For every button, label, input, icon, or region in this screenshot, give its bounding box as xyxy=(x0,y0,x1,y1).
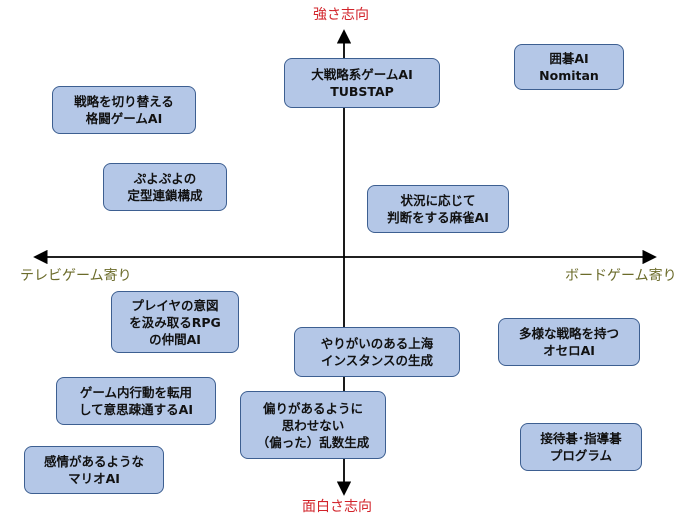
item-line: ぷよぷよの xyxy=(133,171,197,186)
item-box-mario-ai: 感情があるような マリオAI xyxy=(24,446,164,494)
item-line: 定型連鎖構成 xyxy=(127,188,203,203)
item-line: やりがいのある上海 xyxy=(320,336,434,351)
item-line: 格闘ゲームAI xyxy=(85,111,163,126)
item-line: 判断をする麻雀AI xyxy=(387,210,489,225)
item-box-rpg-companion: プレイヤの意図 を汲み取るRPG の仲間AI xyxy=(111,291,239,353)
item-line: プログラム xyxy=(549,448,613,463)
item-box-shanghai: やりがいのある上海 インスタンスの生成 xyxy=(294,327,460,377)
item-box-teaching-go: 接待碁･指導碁 プログラム xyxy=(520,423,642,471)
item-line: （偏った）乱数生成 xyxy=(256,434,370,450)
item-line: オセロAI xyxy=(543,343,595,358)
axis-label-left: テレビゲーム寄り xyxy=(20,268,132,284)
item-line: を汲み取るRPG xyxy=(129,314,221,330)
item-box-puyopuyo: ぷよぷよの 定型連鎖構成 xyxy=(103,163,227,211)
item-line: Nomitan xyxy=(539,68,599,83)
item-line: マリオAI xyxy=(68,471,120,486)
item-box-othello-ai: 多様な戦略を持つ オセロAI xyxy=(498,318,640,366)
item-line: 思わせない xyxy=(281,417,345,433)
item-line: プレイヤの意図 xyxy=(131,297,219,313)
item-line: の仲間AI xyxy=(149,331,201,347)
item-box-communication-ai: ゲーム内行動を転用 して意思疎通するAI xyxy=(56,377,216,425)
item-line: 囲碁AI xyxy=(549,51,589,66)
item-line: ゲーム内行動を転用 xyxy=(79,385,193,400)
axis-label-top: 強さ志向 xyxy=(313,7,369,23)
item-box-mahjong-ai: 状況に応じて 判断をする麻雀AI xyxy=(367,185,509,233)
item-box-fighting-ai: 戦略を切り替える 格闘ゲームAI xyxy=(52,86,196,134)
item-line: 大戦略系ゲームAI xyxy=(311,67,413,82)
item-line: 感情があるような xyxy=(43,454,144,469)
item-line: 状況に応じて xyxy=(400,193,476,208)
item-line: 戦略を切り替える xyxy=(74,94,174,109)
axis-label-bottom: 面白さ志向 xyxy=(302,499,372,515)
item-line: TUBSTAP xyxy=(330,84,394,99)
item-line: して意思疎通するAI xyxy=(79,402,193,417)
item-line: 多様な戦略を持つ xyxy=(518,326,619,341)
axis-label-right: ボードゲーム寄り xyxy=(565,268,677,284)
item-box-tubstap: 大戦略系ゲームAI TUBSTAP xyxy=(284,58,440,108)
item-line: インスタンスの生成 xyxy=(320,353,433,368)
item-box-random-generation: 偏りがあるように 思わせない （偏った）乱数生成 xyxy=(240,391,386,459)
item-line: 偏りがあるように xyxy=(262,400,363,416)
item-line: 接待碁･指導碁 xyxy=(540,431,622,446)
item-box-go-ai: 囲碁AI Nomitan xyxy=(514,44,624,90)
